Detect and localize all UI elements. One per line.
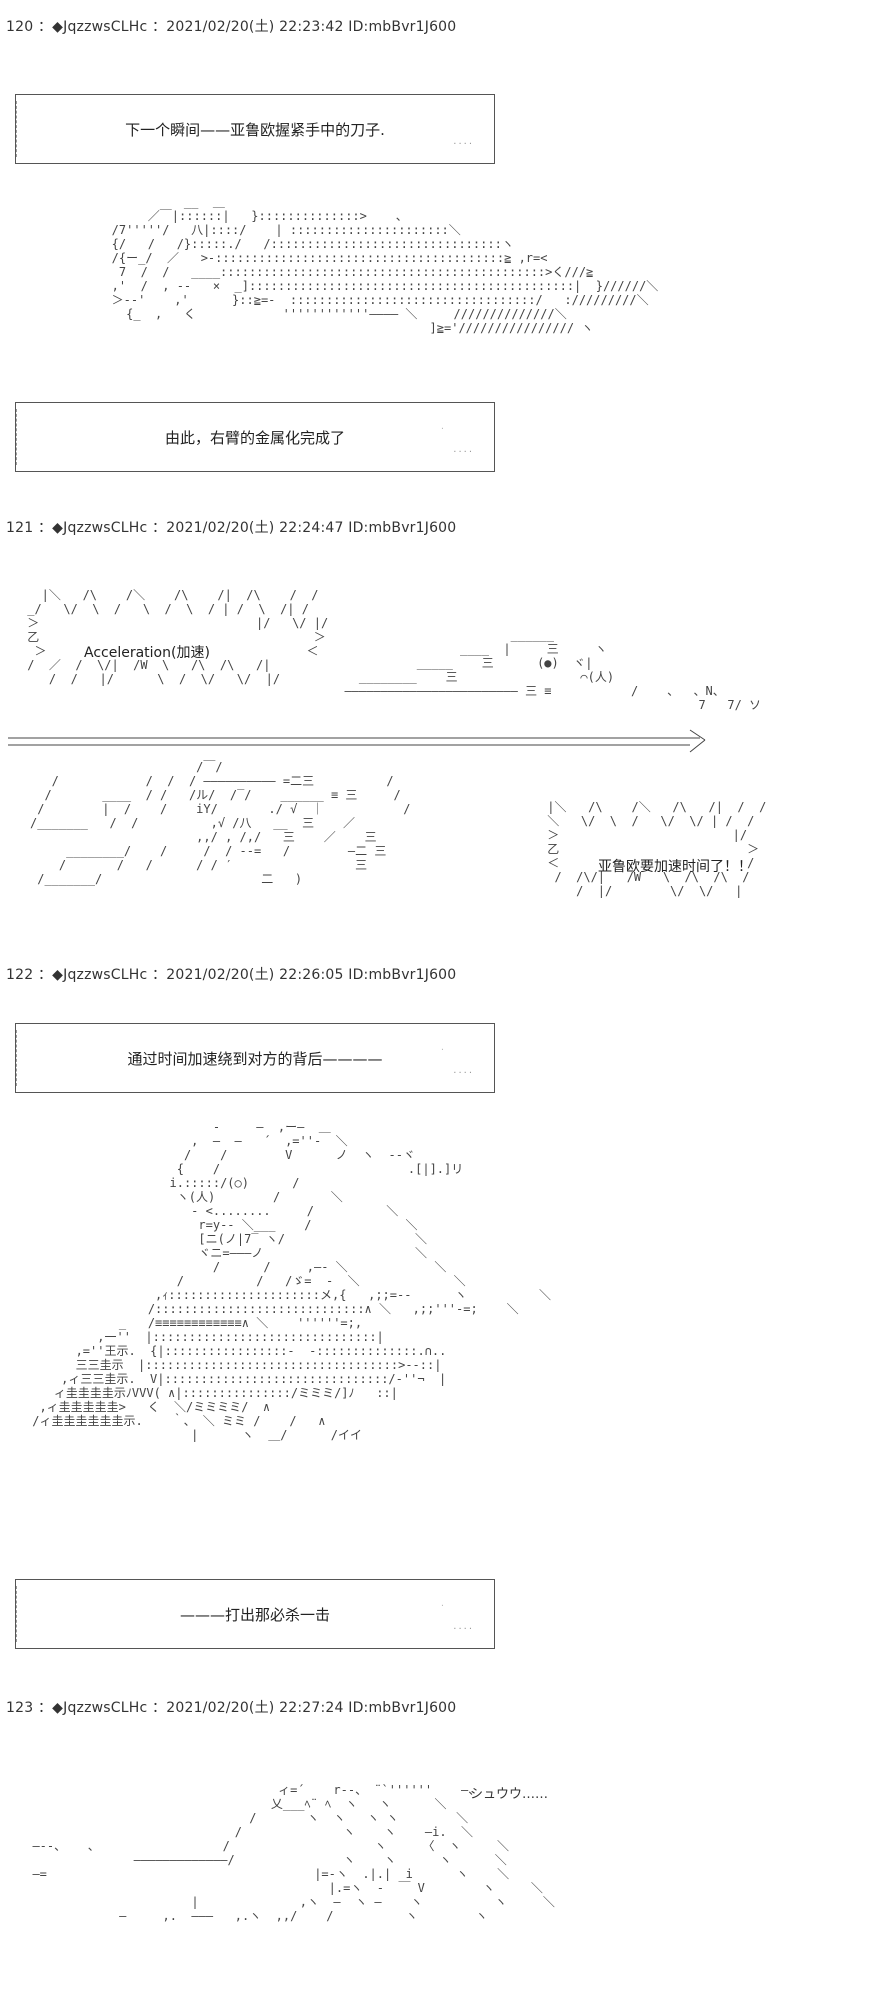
sfx-shuuu: シュウウ…… bbox=[470, 1787, 549, 1802]
acceleration-bubble-text: Acceleration(加速) bbox=[84, 645, 210, 661]
ascii-art-arm: __ ＿ ／￣|::::::| }::::::::::::::> 、 /7'''… bbox=[111, 195, 659, 335]
narration-box-3: 通过时间加速绕到对方的背后———— .... . bbox=[15, 1023, 495, 1093]
narration-text: 下一个瞬间——亚鲁欧握紧手中的刀子. bbox=[125, 120, 385, 139]
narration-box-4: ———打出那必杀一击 .... . bbox=[15, 1579, 495, 1649]
time-accel-bubble-text: 亚鲁欧要加速时间了！！ bbox=[598, 859, 752, 875]
narration-text: 由此，右臂的金属化完成了 bbox=[164, 428, 345, 447]
narration-box-2: 由此，右臂的金属化完成了 .... . bbox=[15, 402, 495, 472]
ascii-art-final: ィ=´ r‐-、 ¨`'''''' ―、 乂___ﾍ¨ ﾍ ヽ ヽ ＼ / ヽ … bbox=[32, 1783, 555, 1923]
narration-text: 通过时间加速绕到对方的背后———— bbox=[127, 1049, 383, 1068]
post-header-120: 120 ：◆JqzzwsCLHc ：2021/02/20(土) 22:23:42… bbox=[6, 19, 457, 35]
ascii-art-burst-right: |＼ /\ /＼ /\ /| / / ＼ \/ \ / \/ \/ | / / … bbox=[547, 800, 767, 898]
post-header-123: 123 ：◆JqzzwsCLHc ：2021/02/20(土) 22:27:24… bbox=[6, 1700, 457, 1716]
narration-box-1: 下一个瞬间——亚鲁欧握紧手中的刀子. .... bbox=[15, 94, 495, 164]
post-header-121: 121 ：◆JqzzwsCLHc ：2021/02/20(土) 22:24:47… bbox=[6, 520, 457, 536]
ascii-art-speed-lines: /￣/ / / / / ―――――――――― =二三 / / ____ / / … bbox=[30, 760, 411, 886]
ascii-art-speed-face: ______ ____ | 三 ヽ _____ 三 (●) ヾ| _______… bbox=[344, 628, 762, 712]
narration-text: ———打出那必杀一击 bbox=[179, 1605, 330, 1624]
ascii-art-attack: ‐ ― ,ー― ＿ , ― ― ´ ,=''‐ ＼ / / V ノ ヽ --ヾ … bbox=[32, 1120, 552, 1442]
ascii-art-burst-left: |＼ /\ /＼ /\ /| /\ / / _/ \/ \ / \ / \ / … bbox=[27, 588, 329, 686]
post-header-122: 122 ：◆JqzzwsCLHc ：2021/02/20(土) 22:26:05… bbox=[6, 967, 457, 983]
